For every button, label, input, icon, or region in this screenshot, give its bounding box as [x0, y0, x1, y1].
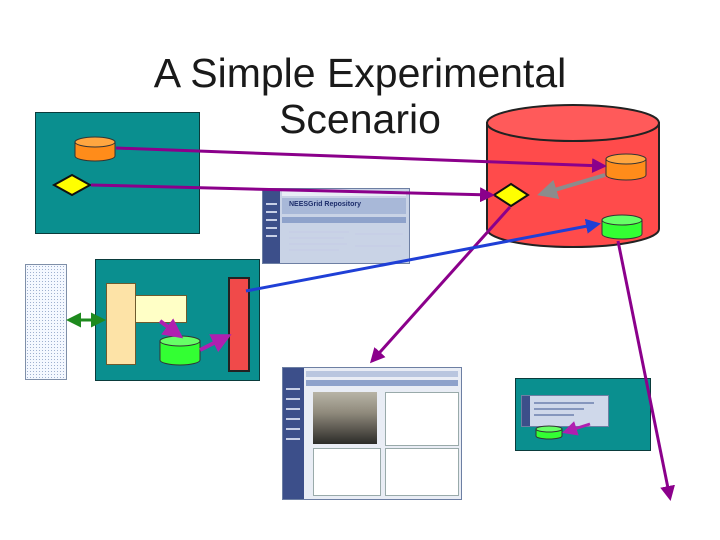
- plot-bottom-left: [313, 448, 381, 496]
- purple-arrow: [369, 205, 512, 364]
- purple-arrow: [90, 183, 495, 203]
- green-cylinder-icon: [535, 425, 563, 440]
- slide-title: A Simple Experimental Scenario: [0, 50, 720, 142]
- magenta-arrow: [562, 421, 591, 436]
- orange-cylinder-icon: [605, 153, 647, 181]
- site-box-top-left: [35, 112, 200, 234]
- yellow-diamond-icon: [492, 182, 530, 208]
- red-transfer-bar: [228, 277, 250, 372]
- plot-top-right: [385, 392, 459, 446]
- green-cylinder-icon: [159, 335, 201, 366]
- repository-heading: NEESGrid Repository: [289, 201, 361, 208]
- gray-arrow: [537, 173, 606, 200]
- purple-arrow: [115, 146, 607, 174]
- magenta-arrow: [199, 334, 232, 353]
- repository-screenshot: NEESGrid Repository: [262, 188, 410, 264]
- purple-arrow: [616, 240, 675, 501]
- data-buffer-block: [135, 295, 187, 323]
- orange-cylinder-icon: [74, 136, 116, 162]
- title-line-1: A Simple Experimental: [153, 50, 567, 96]
- yellow-diamond-icon: [51, 173, 93, 197]
- data-acquisition-block: [106, 283, 136, 365]
- instrument-panel: [25, 264, 67, 380]
- green-cylinder-icon: [601, 214, 643, 240]
- blue-arrow: [245, 218, 601, 293]
- magenta-arrow: [158, 318, 184, 339]
- plot-bottom-right: [385, 448, 459, 496]
- title-line-2: Scenario: [279, 96, 441, 142]
- specimen-photo: [313, 392, 377, 444]
- data-viewer-screenshot: [282, 367, 462, 500]
